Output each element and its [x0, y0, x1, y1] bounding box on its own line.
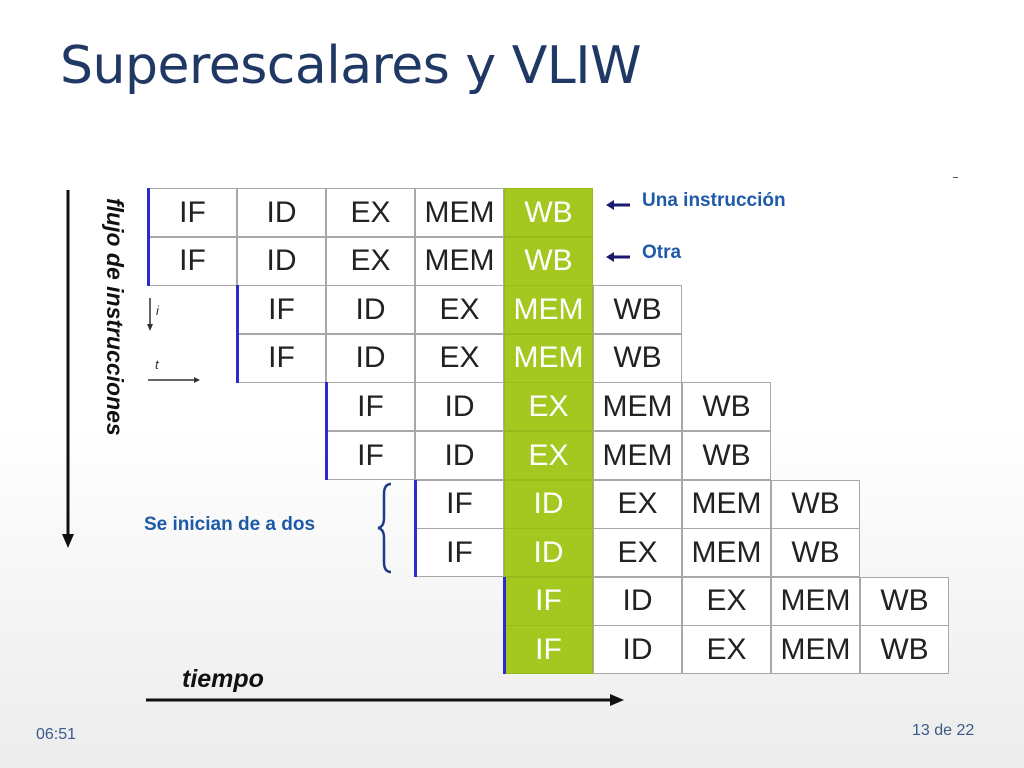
stage-cell-wb: WB [593, 285, 682, 335]
stage-cell-mem: MEM [504, 333, 593, 383]
stage-cell-if: IF [148, 188, 237, 237]
stage-cell-wb: WB [771, 528, 860, 578]
slide-title: Superescalares y VLIW [60, 36, 642, 96]
annotation-se-inician: Se inician de a dos [144, 514, 316, 535]
stage-cell-wb: WB [593, 333, 682, 383]
arrow-otra-icon [606, 252, 630, 262]
stage-cell-ex: EX [415, 333, 504, 383]
stage-cell-if: IF [237, 285, 326, 335]
corner-dash [953, 177, 958, 178]
footer-page-number: 13 de 22 [912, 722, 975, 739]
stage-cell-wb: WB [682, 382, 771, 432]
stage-cell-mem: MEM [415, 188, 504, 237]
row-start-marker [503, 625, 506, 675]
stage-cell-wb: WB [860, 576, 949, 626]
annotation-otra: Otra [642, 242, 682, 263]
stage-cell-wb: WB [504, 188, 593, 237]
row-start-marker [325, 431, 328, 480]
stage-cell-ex: EX [326, 236, 415, 286]
stage-cell-ex: EX [504, 382, 593, 432]
row-start-marker [414, 479, 417, 529]
stage-cell-id: ID [415, 431, 504, 480]
stage-cell-if: IF [148, 236, 237, 286]
stage-cell-id: ID [415, 382, 504, 432]
stage-cell-ex: EX [682, 576, 771, 626]
stage-cell-mem: MEM [593, 431, 682, 480]
stage-cell-if: IF [326, 431, 415, 480]
stage-cell-ex: EX [415, 285, 504, 335]
stage-cell-mem: MEM [682, 528, 771, 578]
stage-cell-wb: WB [682, 431, 771, 480]
row-start-marker [414, 528, 417, 578]
stage-cell-if: IF [504, 576, 593, 626]
time-axis-label: tiempo [182, 665, 264, 693]
stage-cell-ex: EX [593, 528, 682, 578]
stage-cell-wb: WB [860, 625, 949, 675]
row-start-marker [236, 333, 239, 383]
stage-cell-mem: MEM [682, 479, 771, 529]
stage-cell-if: IF [415, 479, 504, 529]
stage-cell-if: IF [326, 382, 415, 432]
mini-label-t: t [155, 357, 159, 372]
stage-cell-id: ID [504, 528, 593, 578]
mini-label-i: i [156, 303, 159, 318]
stage-cell-if: IF [237, 333, 326, 383]
stage-cell-ex: EX [504, 431, 593, 480]
stage-cell-wb: WB [504, 236, 593, 286]
stage-cell-if: IF [415, 528, 504, 578]
stage-cell-id: ID [237, 188, 326, 237]
stage-cell-id: ID [593, 625, 682, 675]
stage-cell-mem: MEM [504, 285, 593, 335]
stage-cell-mem: MEM [415, 236, 504, 286]
row-start-marker [147, 188, 150, 237]
stage-cell-mem: MEM [771, 576, 860, 626]
stage-cell-ex: EX [593, 479, 682, 529]
stage-cell-wb: WB [771, 479, 860, 529]
row-start-marker [147, 236, 150, 286]
stage-cell-id: ID [593, 576, 682, 626]
footer-time: 06:51 [36, 726, 77, 743]
stage-cell-id: ID [237, 236, 326, 286]
row-start-marker [503, 576, 506, 626]
row-start-marker [325, 382, 328, 432]
stage-cell-id: ID [326, 285, 415, 335]
stage-cell-id: ID [504, 479, 593, 529]
stage-cell-mem: MEM [593, 382, 682, 432]
row-start-marker [236, 285, 239, 335]
stage-cell-id: ID [326, 333, 415, 383]
curly-brace-icon [377, 482, 392, 574]
instruction-flow-label: flujo de instrucciones [102, 198, 128, 436]
arrow-una-instruccion-icon [606, 200, 630, 210]
stage-cell-ex: EX [326, 188, 415, 237]
annotation-una-instruccion: Una instrucción [642, 190, 786, 211]
stage-cell-ex: EX [682, 625, 771, 675]
stage-cell-mem: MEM [771, 625, 860, 675]
